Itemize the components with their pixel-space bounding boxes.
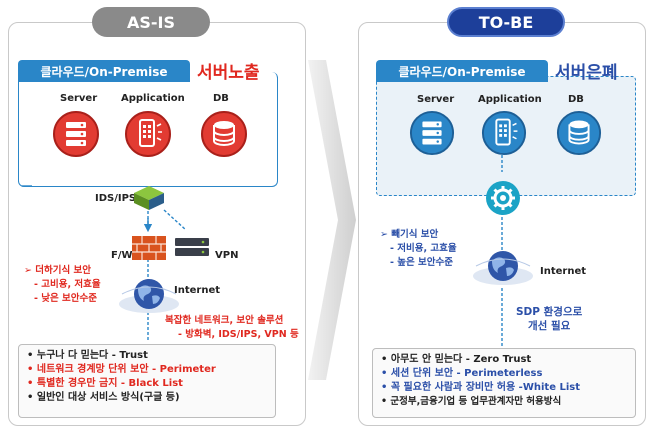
asis-db-label: DB bbox=[213, 93, 229, 104]
tobe-summary-2: • 세션 단위 보안 - Perimeterless bbox=[381, 368, 543, 379]
tobe-server-icon bbox=[409, 110, 455, 156]
tobe-server-label: Server bbox=[417, 94, 455, 105]
asis-note-3: - 낮은 보안수준 bbox=[34, 293, 97, 304]
asis-db-icon bbox=[201, 111, 247, 157]
tobe-note-1: ➢ 빼기식 보안 bbox=[380, 229, 439, 240]
tobe-hidden-label: 서버은폐 bbox=[555, 63, 618, 83]
asis-server-label: Server bbox=[60, 93, 98, 104]
tobe-cloud-label: 클라우드/On-Premise bbox=[376, 60, 548, 82]
tobe-sdp-line-2: 개선 필요 bbox=[528, 320, 571, 332]
tobe-application-label: Application bbox=[478, 94, 542, 105]
asis-ids-label: IDS/IPS bbox=[95, 193, 137, 204]
tobe-summary-3: • 꼭 필요한 사람과 장비만 허용 -White List bbox=[381, 382, 580, 393]
asis-vpn-label: VPN bbox=[215, 250, 239, 261]
tobe-summary-4: • 군정부,금융기업 등 업무관계자만 허용방식 bbox=[381, 396, 562, 407]
gear-icon bbox=[486, 181, 520, 215]
asis-summary-4: • 일반인 대상 서비스 방식(구글 등) bbox=[27, 392, 180, 403]
asis-summary-1: • 누구나 다 믿는다 - Trust bbox=[27, 350, 148, 361]
transition-arrow bbox=[308, 60, 356, 380]
tobe-application-icon bbox=[481, 110, 527, 156]
asis-fw-label: F/W bbox=[111, 250, 133, 261]
asis-globe-icon bbox=[119, 279, 179, 313]
asis-note-2: - 고비용, 저효율 bbox=[34, 279, 101, 290]
ids-ips-icon bbox=[134, 186, 164, 210]
firewall-icon bbox=[132, 236, 166, 260]
asis-cloud-label: 클라우드/On-Premise bbox=[18, 60, 190, 82]
asis-title: AS-IS bbox=[92, 7, 210, 37]
vpn-icon bbox=[175, 238, 209, 256]
tobe-summary-1: • 아무도 안 믿는다 - Zero Trust bbox=[381, 354, 532, 365]
tobe-db-label: DB bbox=[568, 94, 584, 105]
asis-exposure-label: 서버노출 bbox=[197, 63, 260, 83]
tobe-title: TO-BE bbox=[447, 7, 565, 37]
tobe-sdp-line-1: SDP 환경으로 bbox=[516, 306, 583, 318]
tobe-note-3: - 높은 보안수준 bbox=[390, 257, 453, 268]
tobe-db-icon bbox=[556, 110, 602, 156]
asis-summary-box: • 누구나 다 믿는다 - Trust • 네트워크 경계망 단위 보안 - P… bbox=[18, 344, 276, 418]
asis-complex-sub: - 방화벽, IDS/IPS, VPN 등 bbox=[178, 329, 299, 340]
asis-internet-label: Internet bbox=[174, 285, 221, 296]
tobe-summary-box: • 아무도 안 믿는다 - Zero Trust • 세션 단위 보안 - Pe… bbox=[372, 348, 636, 418]
tobe-internet-label: Internet bbox=[540, 266, 587, 277]
asis-note-1: ➢ 더하기식 보안 bbox=[24, 265, 92, 276]
asis-complex-title: 복잡한 네트워크, 보안 솔루션 bbox=[165, 315, 284, 326]
tobe-connectors bbox=[501, 150, 503, 346]
tobe-globe-icon bbox=[473, 251, 533, 285]
asis-server-icon bbox=[53, 111, 99, 157]
asis-summary-2: • 네트워크 경계망 단위 보안 - Perimeter bbox=[27, 364, 216, 375]
asis-summary-3: • 특별한 경우만 금지 - Black List bbox=[27, 378, 183, 389]
tobe-note-2: - 저비용, 고효율 bbox=[390, 243, 457, 254]
asis-application-icon bbox=[125, 111, 171, 157]
asis-application-label: Application bbox=[121, 93, 185, 104]
